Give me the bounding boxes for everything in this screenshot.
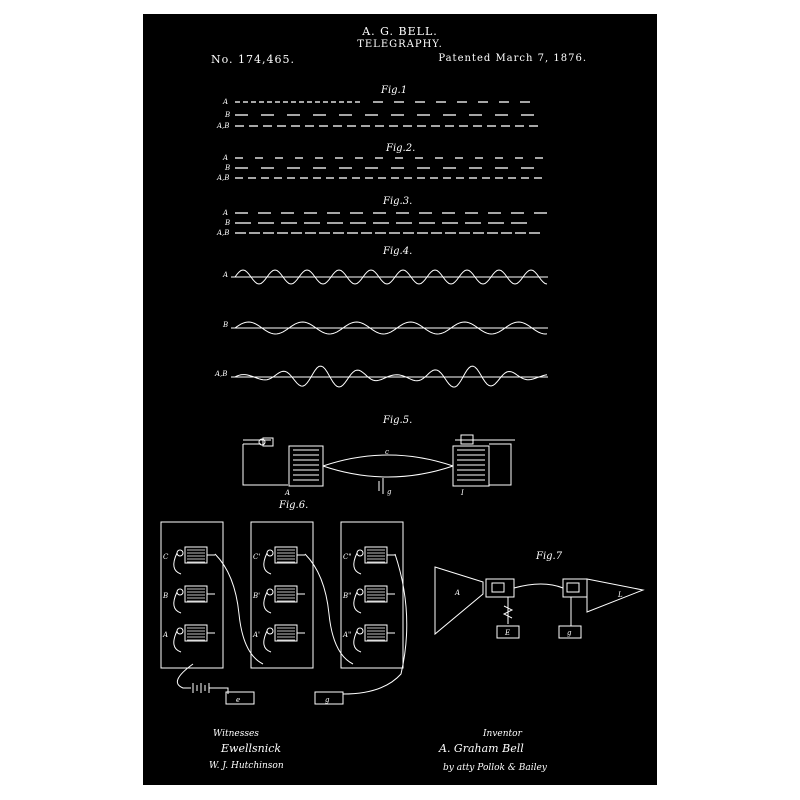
fig6-label: Fig.6. [278,500,308,511]
fig5-label-c: c [385,448,389,456]
witness-1-signature: Ewellsnick [220,742,281,755]
fig6-label-a: A [162,631,168,639]
fig1-row-b-label: B [224,111,230,119]
fig1-label: Fig.1 [380,85,407,96]
fig1-row-a-label: A [222,98,228,106]
document-title: TELEGRAPHY. [357,39,443,50]
fig4-row-ab-label: A,B [214,370,227,378]
fig2-label: Fig.2. [385,143,415,154]
attorney-signature: by atty Pollok & Bailey [443,763,548,773]
fig7-label-e: E [504,629,510,637]
fig3-row-a-label: A [222,209,228,217]
fig2-row-b-label: B [224,164,230,172]
fig7-label: Fig.7 [535,551,563,562]
fig6-label-cpp: C" [343,553,352,561]
fig4-label: Fig.4. [382,246,412,257]
fig7-telephone-apparatus: A L E g [434,566,645,639]
fig2-row-ab-label: A,B [216,174,229,182]
fig4-row-a-label: A [222,271,228,279]
fig4-wave-b [234,321,548,335]
witness-2-signature: W. J. Hutchinson [209,761,284,771]
inventor-label: Inventor [482,729,523,739]
fig6-label-c: C [163,553,169,561]
fig4-row-b-label: B [222,321,228,329]
fig6-label-b: B [162,592,168,600]
fig6-label-app: A" [342,631,351,639]
fig5-label-a: A [284,489,290,497]
inventor-name: A. G. BELL. [362,25,438,38]
patent-date: Patented March 7, 1876. [438,53,587,64]
fig7-label-l: L [617,591,623,599]
fig2-signal-rows [235,157,543,179]
fig2-row-a-label: A [222,154,228,162]
fig5-label: Fig.5. [382,415,412,426]
patent-number: No. 174,465. [211,53,296,66]
fig7-label-g: g [567,629,572,637]
witnesses-label: Witnesses [213,729,259,739]
fig6-label-bp: B' [252,592,260,600]
fig3-row-b-label: B [224,219,230,227]
fig6-label-e: e [236,696,240,704]
fig3-row-ab-label: A,B [216,229,229,237]
inventor-signature: A. Graham Bell [438,742,524,755]
fig7-label-a: A [454,589,460,597]
fig3-label: Fig.3. [382,196,412,207]
fig3-signal-rows [235,212,547,234]
fig5-label-i: I [460,489,464,497]
patent-sheet: A. G. BELL. TELEGRAPHY. No. 174,465. Pat… [143,14,657,785]
fig1-signal-rows [235,101,538,127]
fig5-circuit: c A g I [242,434,515,497]
fig6-label-cp: C' [253,553,260,561]
fig6-label-bpp: B" [342,592,351,600]
fig6-label-ap: A' [252,631,260,639]
fig1-row-ab-label: A,B [216,122,229,130]
patent-drawing: Fig.1 A B A,B Fig.2. A B A,B Fig.3. A B … [160,85,645,773]
fig6-label-g: g [325,696,330,704]
fig4-wave-a [234,269,548,285]
fig5-label-g: g [387,488,392,496]
fig4-wave-ab [234,365,548,388]
fig6-multiplex-apparatus: C B A C' B' A' C" B" A" e g [160,521,408,705]
